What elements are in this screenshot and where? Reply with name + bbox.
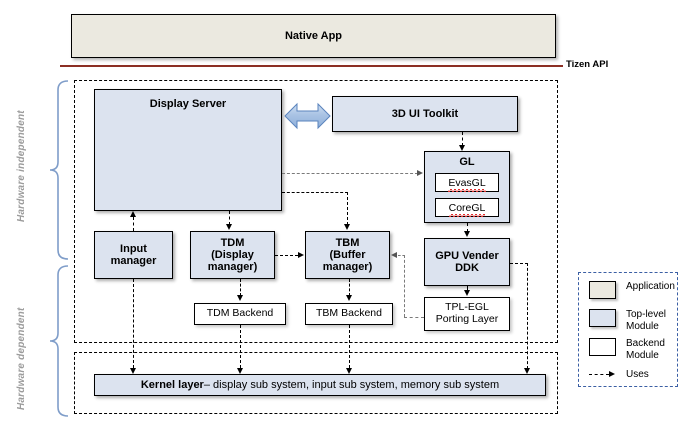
display-server-to-tdm-vline xyxy=(229,211,230,225)
tdm-backend-label: TDM Backend xyxy=(206,307,274,320)
tdm-to-tdm-backend-vline xyxy=(240,279,241,296)
legend-panel xyxy=(578,272,678,387)
backend-module-swatch xyxy=(589,338,616,356)
legend-item-top-level-module: Top-level Module xyxy=(589,309,666,332)
tdm-label-line3: manager) xyxy=(207,261,258,274)
tpl-egl-porting-layer-box: TPL-EGL Porting Layer xyxy=(424,297,510,331)
tpl-egl-to-tbm-hline xyxy=(404,317,424,318)
tpl-egl-label-line1: TPL-EGL xyxy=(445,301,489,314)
tdm-backend-to-kernel-vline xyxy=(240,325,241,368)
evasgl-box: EvasGL xyxy=(435,173,499,192)
gpu-to-kernel-vline xyxy=(527,263,528,369)
gpu-to-tpl-egl-arrowhead xyxy=(464,290,470,296)
legend-item-uses: Uses xyxy=(589,369,649,381)
tizen-api-line xyxy=(60,65,563,67)
display-server-label: Display Server xyxy=(149,98,227,110)
coregl-label: CoreGL xyxy=(448,201,486,217)
tpl-egl-to-tbm-arrowhead xyxy=(391,251,397,258)
gl-to-gpu-vline xyxy=(467,223,468,232)
display-server-to-gl-line xyxy=(282,173,418,174)
tdm-to-tdm-backend-arrowhead xyxy=(237,295,243,301)
gl-label: GL xyxy=(459,156,475,168)
tdm-label-line2: (Display xyxy=(211,248,254,261)
tbm-box: TBM (Buffer manager) xyxy=(305,231,390,279)
ui-toolkit-box: 3D UI Toolkit xyxy=(332,96,518,132)
tbm-to-tbm-backend-vline xyxy=(349,279,350,296)
gpu-to-tpl-egl-vline xyxy=(467,286,468,291)
tbm-backend-to-kernel-arrowhead xyxy=(346,368,352,374)
kernel-layer-box: Kernel layer– display sub system, input … xyxy=(94,374,546,396)
tdm-box: TDM (Display manager) xyxy=(190,231,275,279)
toolkit-to-gl-line xyxy=(462,132,463,146)
tizen-api-label: Tizen API xyxy=(566,59,609,70)
coregl-box: CoreGL xyxy=(435,198,499,217)
tpl-egl-to-tbm-vline xyxy=(404,255,405,317)
application-swatch xyxy=(589,281,616,299)
legend-label-backend-module-line2: Module xyxy=(626,349,659,361)
kernel-layer-label-bold: Kernel layer xyxy=(140,378,204,391)
toolkit-to-gl-arrowhead xyxy=(459,145,465,151)
input-manager-to-kernel-vline xyxy=(133,279,134,368)
legend-label-application: Application xyxy=(626,281,675,292)
tdm-backend-box: TDM Backend xyxy=(194,303,286,325)
evasgl-label: EvasGL xyxy=(448,176,487,192)
kernel-layer-label-rest: – display sub system, input sub system, … xyxy=(203,378,500,391)
input-manager-to-display-server-arrowhead xyxy=(130,211,136,217)
display-server-toolkit-double-arrow xyxy=(284,102,331,130)
hardware-dependent-label: Hardware dependent xyxy=(16,307,27,410)
hardware-independent-brace xyxy=(49,80,69,260)
tbm-label-line1: TBM xyxy=(335,236,360,249)
native-app-box: Native App xyxy=(71,14,556,58)
gl-to-gpu-arrowhead xyxy=(464,231,470,237)
tbm-label-line3: manager) xyxy=(322,261,373,274)
display-server-to-tbm-hline xyxy=(282,192,348,193)
legend-label-backend-module: Backend Module xyxy=(626,338,665,361)
tbm-backend-to-kernel-vline xyxy=(349,325,350,368)
tpl-egl-to-tbm-hline2 xyxy=(398,255,405,256)
display-server-to-tbm-arrowhead xyxy=(344,224,350,230)
legend-label-top-level-module: Top-level Module xyxy=(626,309,666,332)
input-manager-to-kernel-arrowhead xyxy=(130,368,136,374)
gpu-vender-ddk-label-line1: GPU Vender xyxy=(435,249,499,262)
input-manager-label-line2: manager xyxy=(110,255,157,267)
tbm-label-line2: (Buffer xyxy=(329,248,366,261)
tdm-to-tbm-arrowhead xyxy=(298,251,304,258)
tdm-backend-to-kernel-arrowhead xyxy=(237,368,243,374)
uses-arrow-icon xyxy=(589,370,616,380)
gpu-to-kernel-arrowhead xyxy=(524,368,530,374)
native-app-label: Native App xyxy=(284,29,343,42)
legend-item-backend-module: Backend Module xyxy=(589,338,665,361)
tbm-backend-box: TBM Backend xyxy=(305,303,393,325)
display-server-box: Display Server xyxy=(94,89,282,211)
display-server-to-tdm-arrowhead xyxy=(226,224,232,230)
tbm-to-tbm-backend-arrowhead xyxy=(346,295,352,301)
legend-label-uses: Uses xyxy=(626,369,649,380)
gpu-vender-ddk-label-line2: DDK xyxy=(455,262,479,274)
legend-item-application: Application xyxy=(589,281,675,299)
tdm-label-line1: TDM xyxy=(220,236,245,249)
input-manager-box: Input manager xyxy=(94,231,173,279)
tdm-to-tbm-hline xyxy=(275,255,298,256)
hardware-dependent-container xyxy=(74,352,558,414)
tpl-egl-label-line2: Porting Layer xyxy=(435,313,499,325)
tbm-backend-label: TBM Backend xyxy=(316,307,382,320)
legend-label-top-level-module-line2: Module xyxy=(626,320,659,332)
top-level-module-swatch xyxy=(589,309,616,327)
gpu-to-kernel-hline xyxy=(510,263,528,264)
hardware-dependent-brace xyxy=(49,265,69,417)
display-server-to-tbm-vline xyxy=(347,192,348,225)
hardware-independent-label: Hardware independent xyxy=(16,110,27,222)
input-manager-to-display-server-vline xyxy=(133,217,134,231)
legend-label-top-level-module-line1: Top-level xyxy=(626,309,667,320)
kernel-layer-label: Kernel layer– display sub system, input … xyxy=(141,379,499,391)
ui-toolkit-label: 3D UI Toolkit xyxy=(391,107,459,120)
gpu-vender-ddk-box: GPU Vender DDK xyxy=(424,238,510,286)
display-server-to-gl-arrowhead xyxy=(417,169,423,176)
legend-label-backend-module-line1: Backend xyxy=(626,338,665,349)
hardware-independent-container xyxy=(74,80,558,343)
input-manager-label-line1: Input xyxy=(120,242,147,255)
